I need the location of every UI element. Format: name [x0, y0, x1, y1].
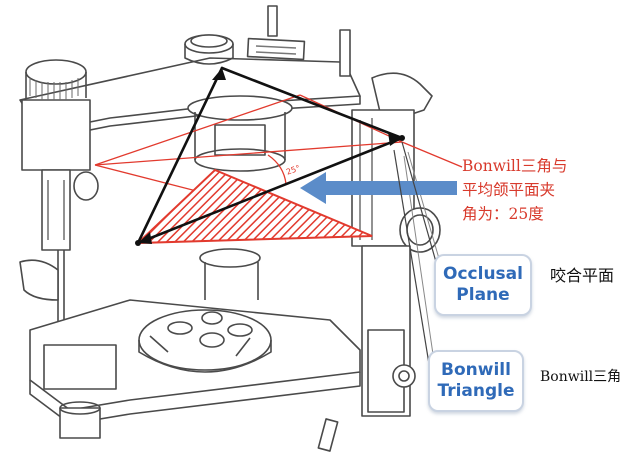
annotation-line-2: 平均颌平面夹 — [462, 181, 556, 199]
bonwill-callout-line1: Bonwill — [441, 360, 511, 380]
bonwill-triangle-callout: Bonwill Triangle — [428, 350, 524, 412]
condyle-point — [399, 135, 405, 141]
occlusal-callout-line1: Occlusal — [443, 264, 523, 284]
arrowhead-top-icon — [212, 68, 226, 80]
callout-leaders — [393, 141, 437, 371]
pointer-arrow-icon — [300, 172, 457, 204]
bonwill-triangle-cn-label: Bonwill三角 — [540, 369, 622, 385]
articulator-drawing — [19, 5, 441, 452]
angle-annotation: Bonwill三角与 平均颌平面夹 角为：25度 — [462, 154, 632, 226]
annotation-line-3: 角为：25度 — [462, 205, 544, 223]
arrowhead-left-icon — [138, 232, 152, 244]
occlusal-plane-cn-label: 咬合平面 — [550, 266, 615, 285]
occlusal-plane-callout: Occlusal Plane — [434, 254, 532, 316]
angle-mark: 25° — [285, 163, 301, 176]
arrowhead-right-icon — [388, 132, 402, 146]
bonwill-triangle-shaded — [135, 168, 373, 245]
bonwill-callout-line2: Triangle — [437, 381, 515, 401]
bonwill-triangle-lines — [136, 66, 404, 245]
left-point — [135, 240, 141, 246]
occlusal-callout-line2: Plane — [456, 285, 510, 305]
annotation-line-1: Bonwill三角与 — [462, 157, 568, 175]
